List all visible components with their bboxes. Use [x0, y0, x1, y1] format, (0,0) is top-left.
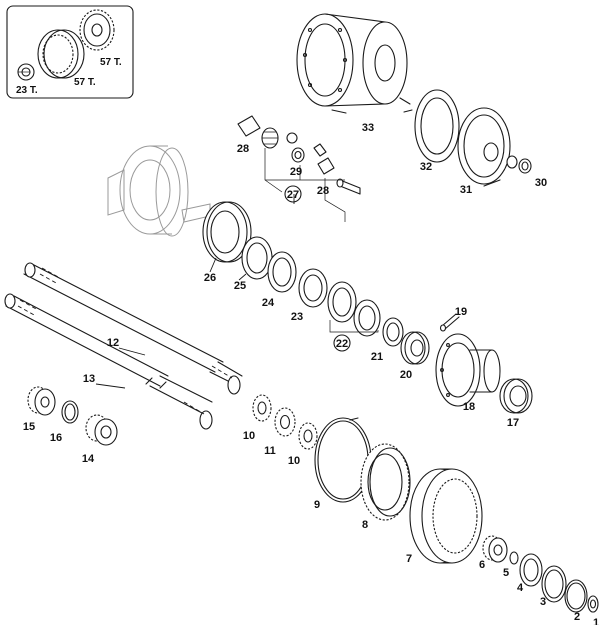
- part-18-hub: [435, 333, 501, 407]
- callout-22: 22: [336, 338, 348, 350]
- part-20-bearing: [400, 331, 430, 365]
- callout-7: 7: [406, 553, 412, 565]
- callout-18: 18: [463, 401, 475, 413]
- part-19-stud: [439, 313, 460, 332]
- part-24-washer: [267, 251, 297, 293]
- callout-10-left: 10: [243, 430, 255, 442]
- part-13-axle-shaft: [4, 293, 213, 430]
- callout-4: 4: [517, 582, 524, 594]
- callout-16: 16: [50, 432, 62, 444]
- part-1-cap: [587, 595, 599, 613]
- callout-31: 31: [460, 184, 472, 196]
- callout-2: 2: [574, 611, 580, 623]
- part-16-circlip: [61, 400, 79, 424]
- part-12-axle-shaft: [23, 262, 243, 395]
- part-31-screw: [483, 179, 501, 187]
- inset-label-57t-ring: 57 T.: [74, 77, 96, 88]
- callout-3: 3: [540, 596, 546, 608]
- part-21-washer: [382, 317, 404, 347]
- part-22-bracket: [329, 320, 379, 333]
- callout-11: 11: [264, 445, 276, 457]
- callout-26: 26: [204, 272, 216, 284]
- callout-14: 14: [82, 453, 95, 465]
- callout-10-right: 10: [288, 455, 300, 467]
- part-11-planet-gear: [274, 407, 296, 437]
- part-28-bearing: [237, 115, 279, 149]
- callout-32: 32: [420, 161, 432, 173]
- part-17-bearing: [499, 378, 533, 414]
- callout-28-left: 28: [237, 143, 249, 155]
- part-3-ring: [541, 565, 567, 603]
- inset-gear-23t: [17, 63, 35, 81]
- callout-29: 29: [290, 166, 302, 178]
- callout-labels: 1 2 3 4 5 6 7 8 9 10 10 11 12 13 14 15 1…: [23, 122, 599, 625]
- part-4-washer: [519, 553, 543, 587]
- callout-25: 25: [234, 280, 246, 292]
- callout-19: 19: [455, 306, 467, 318]
- part-22-shim-a: [327, 281, 357, 323]
- hub-housing-outline: [107, 145, 211, 237]
- inset-gear-57t: [79, 9, 115, 51]
- callout-23: 23: [291, 311, 303, 323]
- callout-8: 8: [362, 519, 368, 531]
- part-22-shim-b: [353, 299, 381, 337]
- part-30-plug: [506, 155, 532, 174]
- part-6-pinion: [482, 535, 508, 563]
- callout-20: 20: [400, 369, 412, 381]
- callout-30: 30: [535, 177, 547, 189]
- callout-28-right: 28: [317, 185, 329, 197]
- callout-13: 13: [83, 373, 95, 385]
- inset-label-57t-gear: 57 T.: [100, 57, 122, 68]
- callout-33: 33: [362, 122, 374, 134]
- callout-9: 9: [314, 499, 320, 511]
- part-10-planet-gear-left: [252, 394, 272, 422]
- inset-box: 23 T. 57 T. 57 T.: [6, 5, 134, 99]
- part-7-ring-gear-internal: [409, 468, 483, 564]
- part-10-planet-gear-right: [298, 422, 318, 450]
- callout-22-badge: 22: [333, 334, 351, 352]
- part-8-ring-gear-external: [360, 443, 411, 521]
- part-33-planet-carrier-housing: [296, 13, 413, 114]
- part-31-cover-plate: [457, 107, 511, 185]
- part-5-washer: [509, 551, 519, 565]
- part-14-sleeve: [85, 414, 118, 446]
- part-2-snap-ring: [564, 579, 588, 613]
- callout-24: 24: [262, 297, 275, 309]
- callout-17: 17: [507, 417, 519, 429]
- part-29-washer: [286, 132, 305, 163]
- callout-27-badge: 27: [284, 185, 302, 203]
- part-27-bracket-lines: [264, 148, 346, 222]
- part-23-washer: [298, 268, 328, 308]
- callout-5: 5: [503, 567, 509, 579]
- callout-12: 12: [107, 337, 119, 349]
- callout-15: 15: [23, 421, 35, 433]
- callout-27: 27: [287, 189, 299, 201]
- callout-6: 6: [479, 559, 485, 571]
- part-28-pin: [313, 143, 361, 195]
- part-15-coupling: [27, 386, 56, 416]
- callout-1: 1: [593, 617, 599, 625]
- part-32-seal-ring: [414, 89, 460, 163]
- part-26-seal: [202, 201, 252, 263]
- inset-ring-gear-57t: [37, 29, 85, 79]
- leader-lines: [95, 194, 295, 389]
- callout-21: 21: [371, 351, 383, 363]
- inset-label-23t: 23 T.: [16, 85, 38, 96]
